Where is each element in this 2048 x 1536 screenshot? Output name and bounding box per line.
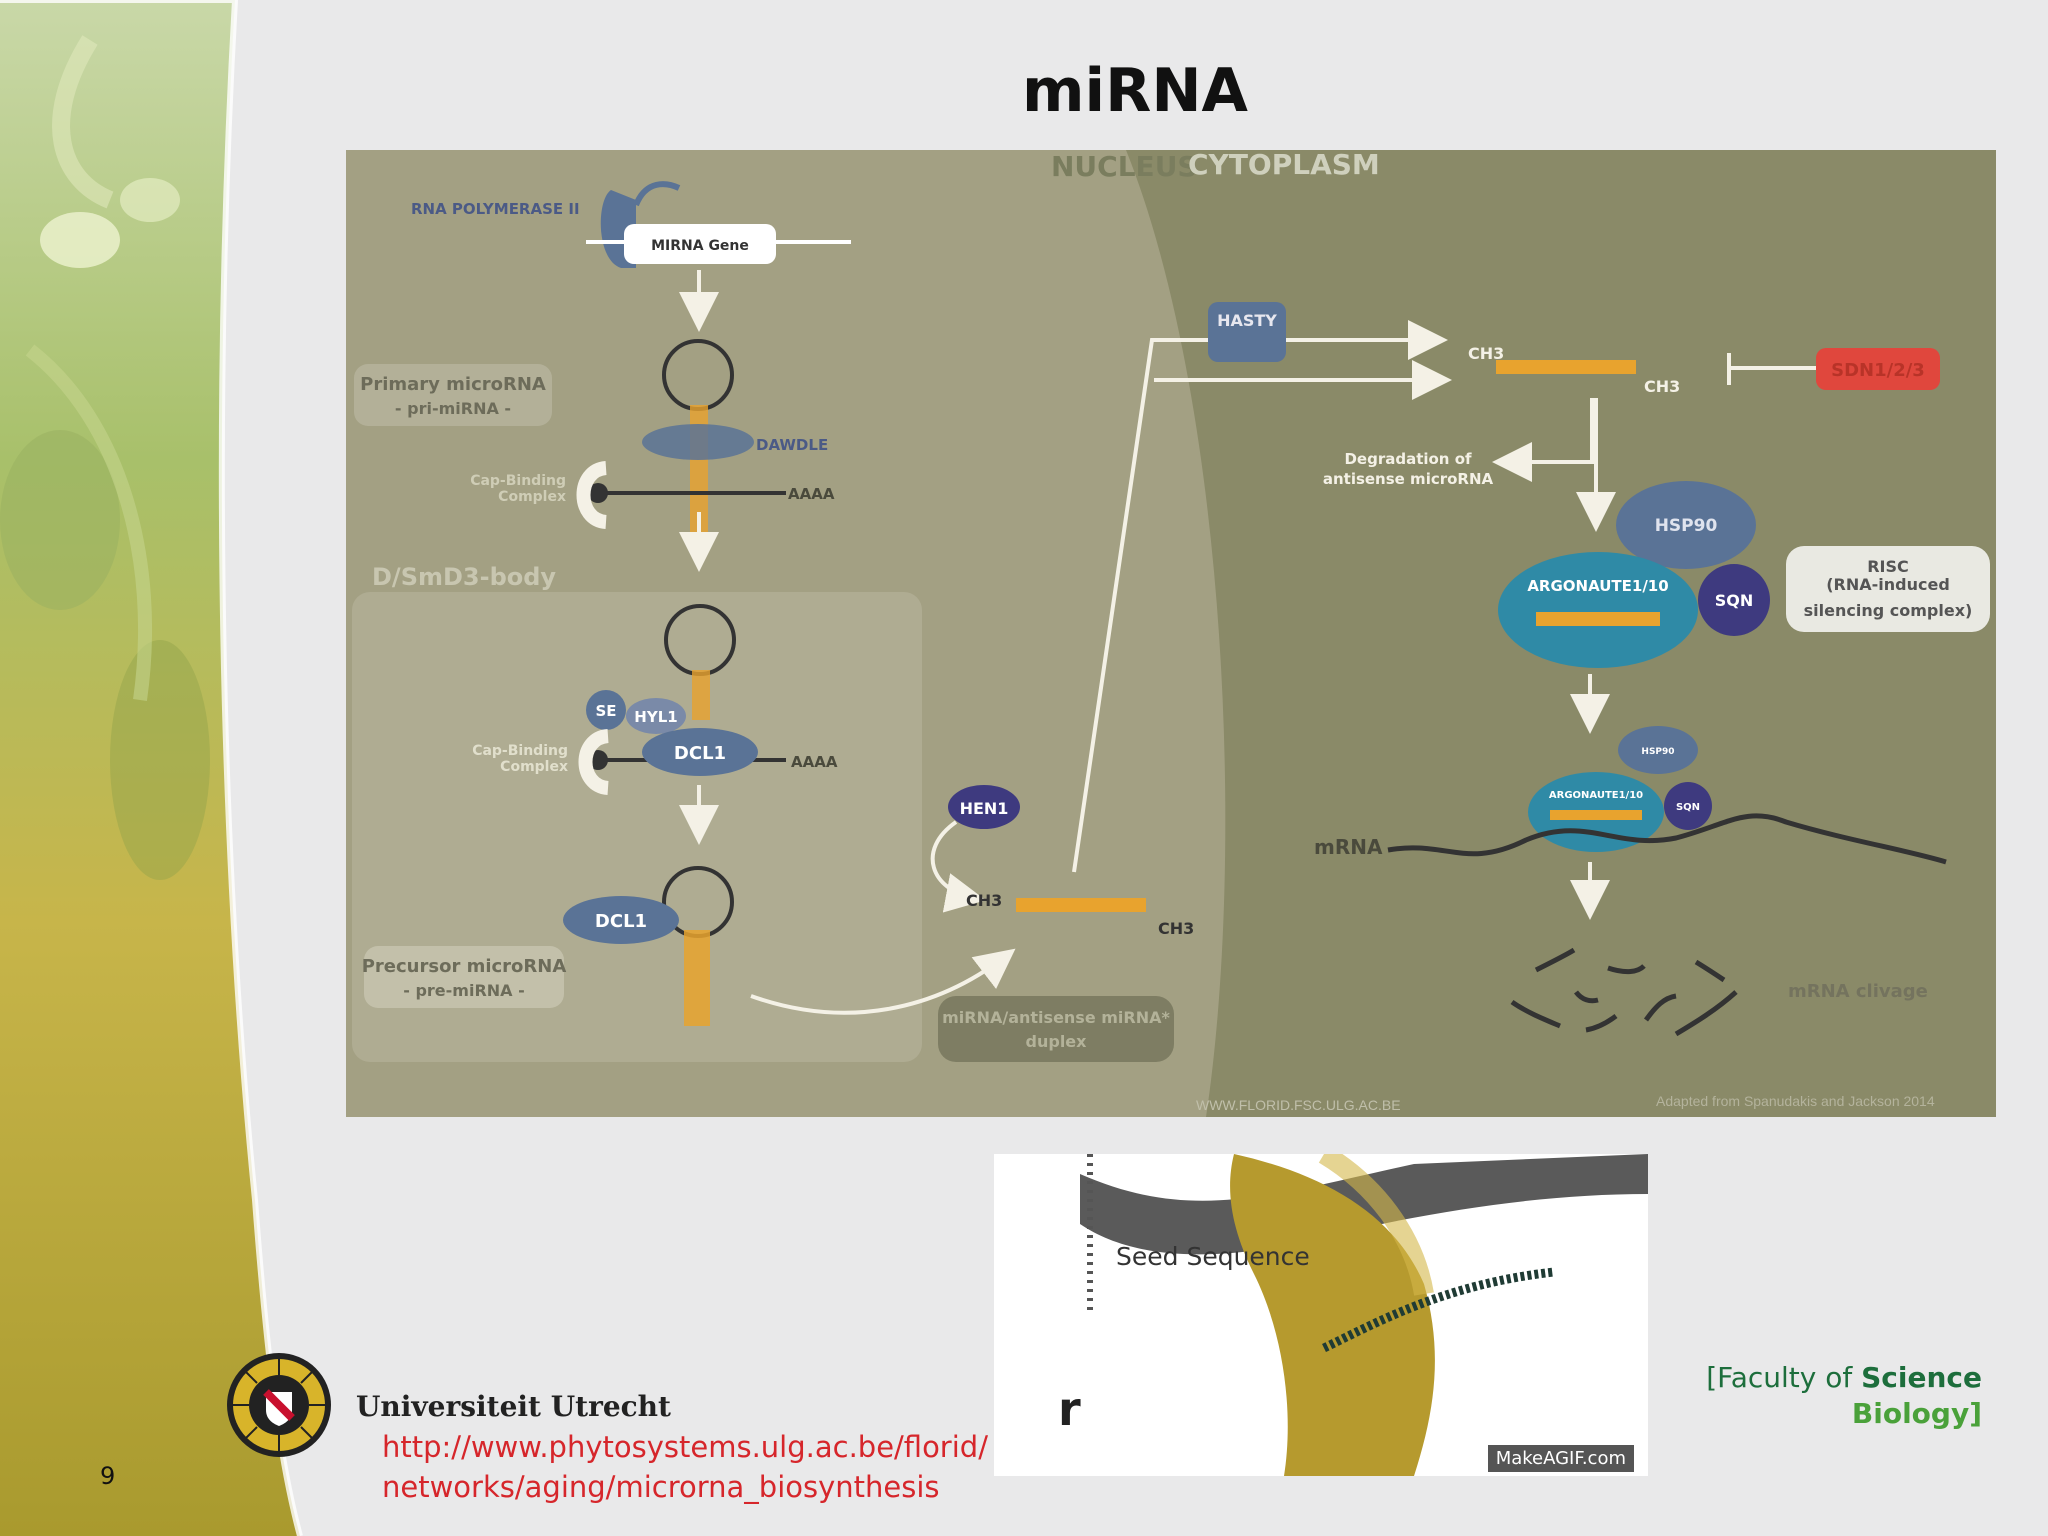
seed-sequence-strand	[1322, 1267, 1555, 1353]
mirna-duplex-icon	[1016, 898, 1146, 912]
hen1-protein	[948, 785, 1020, 829]
dcl1-protein	[642, 728, 758, 776]
precursor-microrna-sublabel: - pre-miRNA -	[403, 981, 525, 1000]
risc-box	[1786, 546, 1990, 632]
ch3-label-2: CH3	[1158, 919, 1194, 938]
website-label: WWW.FLORID.FSC.ULG.AC.BE	[1196, 1097, 1401, 1113]
mrna-clivage-label: mRNA clivage	[1788, 981, 1928, 1002]
ch3-label-4: CH3	[1644, 377, 1680, 396]
bracket-open: [	[1706, 1361, 1718, 1394]
faculty-logo: [Faculty of Science Biology]	[1706, 1360, 1982, 1432]
hsp90-label-2: HSP90	[1641, 747, 1674, 757]
sqn-label: SQN	[1715, 591, 1754, 610]
hasty-label: HASTY	[1217, 311, 1277, 330]
sdn-protein	[1816, 348, 1940, 390]
universiteit-utrecht-logo	[227, 1353, 331, 1457]
ch3-label-3: CH3	[1468, 344, 1504, 363]
cap-binding-label-3: Cap-Binding	[472, 743, 568, 759]
precursor-microrna-label: Precursor microRNA	[362, 956, 567, 977]
hyl1-label: HYL1	[634, 708, 677, 726]
precursor-microrna-box	[364, 946, 564, 1008]
makeagif-watermark: MakeAGIF.com	[1487, 1445, 1634, 1472]
argonaute-protein	[1498, 552, 1698, 668]
page-number: 9	[100, 1462, 116, 1490]
source-link-line-2[interactable]: networks/aging/microrna_biosynthesis	[382, 1470, 940, 1504]
faculty-of-text: Faculty of	[1717, 1361, 1862, 1394]
dsmd3-body-box	[352, 592, 922, 1062]
source-link-line-1[interactable]: http://www.phytosystems.ulg.ac.be/florid…	[382, 1430, 988, 1464]
hasty-protein	[1208, 302, 1286, 362]
cap-binding-label-2: Complex	[498, 489, 566, 505]
cap-binding-complex-icon	[576, 461, 608, 529]
seed-sequence-caption: Seed Sequence	[1116, 1242, 1310, 1271]
nucleus-label: NUCLEUS	[1051, 150, 1198, 183]
polya-label: AAAA	[788, 485, 835, 503]
hsp90-protein	[1616, 481, 1756, 569]
sqn-label-2: SQN	[1676, 802, 1700, 813]
mrna-strand	[1387, 813, 1947, 865]
hen1-label: HEN1	[960, 799, 1009, 818]
dcl1-label-2: DCL1	[595, 911, 647, 932]
argonaute-protein-3d	[1230, 1154, 1435, 1476]
cap-binding-label-4: Complex	[500, 759, 568, 775]
cap-binding-label: Cap-Binding	[470, 473, 566, 489]
cap-binding-complex-2-icon	[578, 729, 610, 795]
risc-sublabel-2: silencing complex)	[1804, 601, 1973, 620]
cytoplasm-label: CYTOPLASM	[1188, 150, 1380, 181]
animation-frame	[994, 1154, 1648, 1476]
degradation-sublabel: antisense microRNA	[1323, 470, 1494, 488]
duplex-box	[938, 996, 1174, 1062]
rna-backbone	[1080, 1154, 1648, 1255]
seed-sequence-animation[interactable]: Seed Sequence r MakeAGIF.com	[994, 1154, 1648, 1476]
dawdle-protein	[642, 424, 754, 460]
sqn-protein-2	[1664, 782, 1712, 830]
duplex-sublabel: duplex	[1026, 1032, 1088, 1051]
sqn-protein	[1698, 564, 1770, 636]
slide-title: miRNA	[1022, 56, 1248, 126]
degradation-label: Degradation of	[1344, 450, 1472, 468]
credit-label: Adapted from Spanudakis and Jackson 2014	[1656, 1093, 1935, 1109]
argonaute-label-2: ARGONAUTE1/10	[1549, 790, 1643, 801]
biology-text: Biology	[1851, 1397, 1970, 1430]
mirna-gene-box	[624, 224, 776, 264]
se-label: SE	[595, 702, 616, 720]
risc-label: RISC	[1867, 557, 1909, 576]
mirna-duplex-cyto-icon	[1496, 360, 1636, 374]
argonaute-label: ARGONAUTE1/10	[1527, 577, 1668, 595]
sdn-label: SDN1/2/3	[1831, 360, 1925, 381]
partial-text: r	[1058, 1382, 1081, 1436]
faculty-science-text: Science	[1861, 1361, 1982, 1394]
risc-sublabel: (RNA-induced	[1826, 575, 1950, 594]
polya-label-2: AAAA	[791, 753, 838, 771]
decorative-plant-photo	[0, 0, 303, 1536]
primary-microrna-box	[354, 364, 552, 426]
mirna-gene-label: MIRNA Gene	[651, 238, 749, 254]
cleaved-mrna-fragments	[1510, 947, 1738, 1037]
dcl1-protein-2	[563, 896, 679, 944]
hyl1-protein	[626, 698, 686, 734]
dcl1-label: DCL1	[674, 743, 726, 764]
hsp90-label: HSP90	[1655, 516, 1718, 536]
rna-polymerase-label: RNA POLYMERASE II	[411, 200, 580, 218]
primary-microrna-label: Primary microRNA	[360, 374, 546, 395]
ch3-label: CH3	[966, 891, 1002, 910]
dawdle-label: DAWDLE	[756, 436, 828, 454]
university-name: Universiteit Utrecht	[356, 1390, 671, 1423]
mrna-label: mRNA	[1314, 835, 1383, 859]
primary-microrna-sublabel: - pri-miRNA -	[395, 399, 511, 418]
hsp90-protein-2	[1618, 726, 1698, 774]
dsmd3-body-label: D/SmD3-body	[372, 563, 556, 591]
se-protein	[586, 690, 626, 730]
duplex-label: miRNA/antisense miRNA*	[942, 1008, 1170, 1027]
transcription-arrow-icon	[633, 181, 681, 207]
bracket-close: ]	[1969, 1397, 1982, 1430]
mirna-biosynthesis-diagram: NUCLEUS CYTOPLASM RNA POLYMERASE II MIRN…	[346, 150, 1996, 1117]
